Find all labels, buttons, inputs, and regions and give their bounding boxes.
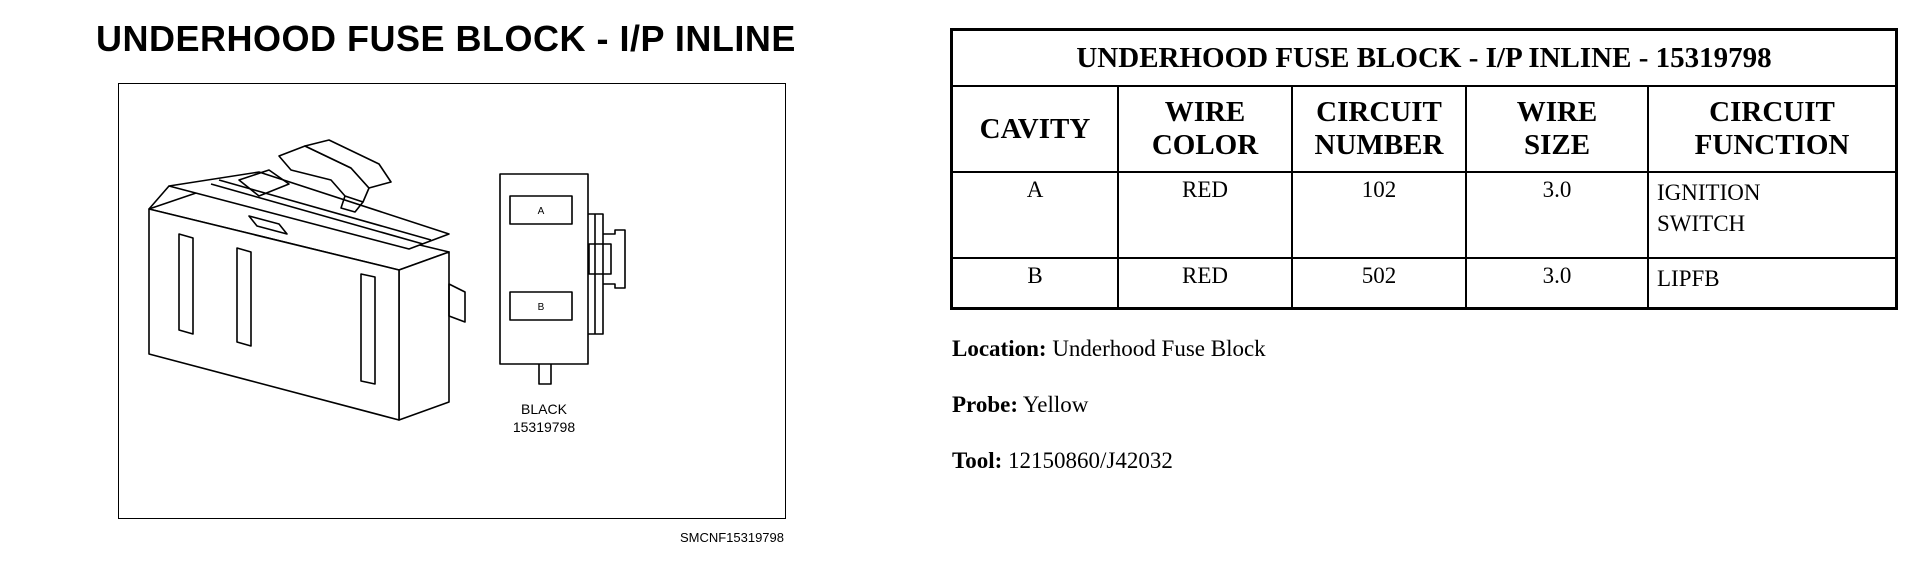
location-line: Location: Underhood Fuse Block: [952, 336, 1266, 362]
probe-line: Probe: Yellow: [952, 392, 1088, 418]
cell-circuit-function-line1: IGNITION: [1657, 180, 1761, 205]
pinout-table: UNDERHOOD FUSE BLOCK - I/P INLINE - 1531…: [950, 28, 1898, 310]
header-circuit-number: CIRCUIT NUMBER: [1291, 85, 1467, 173]
header-circuit-number-line2: NUMBER: [1314, 129, 1444, 161]
cell-circuit-function-line2: SWITCH: [1657, 211, 1746, 236]
cell-wire-color: RED: [1117, 257, 1293, 310]
tool-value: 12150860/J42032: [1008, 448, 1173, 473]
tool-label: Tool:: [952, 448, 1003, 473]
header-wire-size: WIRE SIZE: [1465, 85, 1649, 173]
cell-wire-color: RED: [1117, 171, 1293, 259]
cell-circuit-function: LIPFB: [1647, 257, 1898, 310]
header-wire-size-line2: SIZE: [1523, 129, 1591, 161]
header-circuit-number-line1: CIRCUIT: [1316, 96, 1442, 128]
cell-cavity: B: [950, 257, 1119, 310]
figure-code: SMCNF15319798: [679, 530, 784, 545]
header-cavity: CAVITY: [950, 85, 1119, 173]
connector-part-number: 15319798: [513, 419, 576, 435]
diagram-title: UNDERHOOD FUSE BLOCK - I/P INLINE: [96, 18, 796, 59]
cell-circuit-function: IGNITION SWITCH: [1647, 171, 1898, 259]
header-wire-size-line1: WIRE: [1516, 96, 1598, 128]
tool-line: Tool: 12150860/J42032: [952, 448, 1173, 474]
header-wire-color-line2: COLOR: [1151, 129, 1259, 161]
table-header-row: CAVITY WIRE COLOR CIRCUIT NUMBER WIRE SI…: [950, 85, 1898, 173]
cell-circuit-number: 502: [1291, 257, 1467, 310]
connector-face-view: [499, 173, 626, 385]
table-row: B RED 502 3.0 LIPFB: [950, 257, 1898, 310]
location-value: Underhood Fuse Block: [1052, 336, 1266, 361]
connector-diagram: A B BLACK 15319798: [118, 83, 786, 519]
pinout-table-container: UNDERHOOD FUSE BLOCK - I/P INLINE - 1531…: [950, 28, 1898, 310]
header-circuit-function-line1: CIRCUIT: [1709, 96, 1835, 128]
connector-color-label: BLACK: [521, 401, 568, 417]
cell-cavity: A: [950, 171, 1119, 259]
cell-circuit-number: 102: [1291, 171, 1467, 259]
cavity-b-box: [509, 291, 573, 321]
table-title: UNDERHOOD FUSE BLOCK - I/P INLINE - 1531…: [950, 28, 1898, 87]
header-circuit-function: CIRCUIT FUNCTION: [1647, 85, 1898, 173]
cell-wire-size: 3.0: [1465, 257, 1649, 310]
cavity-b-label: B: [538, 302, 545, 313]
cavity-a-box: [509, 195, 573, 225]
header-cavity-text: CAVITY: [979, 112, 1091, 145]
connector-illustration: A B BLACK 15319798: [148, 139, 626, 435]
header-circuit-function-line2: FUNCTION: [1694, 129, 1850, 161]
header-wire-color: WIRE COLOR: [1117, 85, 1293, 173]
cell-wire-size: 3.0: [1465, 171, 1649, 259]
probe-label: Probe:: [952, 392, 1019, 417]
cavity-a-label: A: [538, 206, 545, 217]
connector-isometric-drawing: [148, 139, 466, 421]
probe-value: Yellow: [1022, 392, 1089, 417]
table-row: A RED 102 3.0 IGNITION SWITCH: [950, 171, 1898, 259]
header-wire-color-line1: WIRE: [1164, 96, 1246, 128]
cell-circuit-function-line1: LIPFB: [1657, 266, 1720, 291]
location-label: Location:: [952, 336, 1047, 361]
